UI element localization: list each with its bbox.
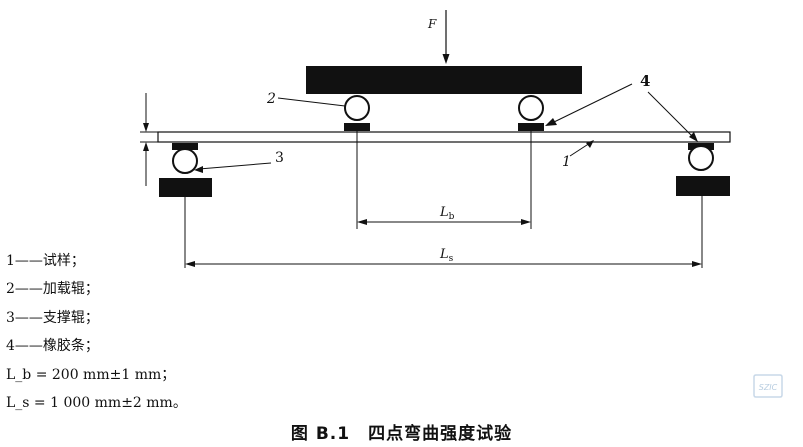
callout-4-arrow-right: [689, 132, 698, 142]
callout-4-label: 4: [640, 72, 650, 90]
support-block-right: [676, 176, 730, 196]
callout-2-label: 2: [266, 91, 276, 107]
callout-4-arrow-left: [545, 118, 557, 126]
ls-arrow-left: [185, 261, 195, 267]
force-label: F: [427, 17, 437, 31]
callout-4-leader-right: [647, 91, 694, 138]
ls-label: Ls: [439, 247, 454, 264]
callout-3-leader: [198, 162, 272, 170]
lb-arrow-right: [521, 219, 531, 225]
rubber-strip-top-right: [518, 123, 544, 131]
legend-item-ls: L_s = 1 000 mm±2 mm。: [6, 395, 187, 412]
support-roller-right: [688, 145, 714, 171]
legend-item-rubber-strip: 4——橡胶条；: [6, 338, 99, 355]
callout-4-leader-left: [551, 83, 633, 124]
callout-1-arrow: [586, 140, 594, 148]
watermark-logo: SZIC: [753, 374, 783, 398]
loading-beam: [306, 66, 582, 94]
legend-item-specimen: 1——试样；: [6, 253, 85, 269]
callout-3-label: 3: [275, 150, 284, 166]
rubber-strip-bottom-left: [172, 143, 198, 150]
legend: 1——试样； 2——加载辊； 3——支撑辊； 4——橡胶条； L_b = 200…: [6, 247, 187, 417]
figure-caption: 图 B.1 四点弯曲强度试验: [0, 419, 803, 444]
rubber-strip-top-left: [344, 123, 370, 131]
force-arrow-head: [442, 54, 450, 64]
callout-2-leader: [277, 97, 346, 107]
figure-title: 四点弯曲强度试验: [368, 424, 513, 444]
specimen-bar: [157, 131, 731, 143]
loading-roller-right: [518, 95, 544, 121]
svg-text:SZIC: SZIC: [759, 383, 778, 392]
thickness-dim-arrow-upper: [143, 123, 149, 132]
lb-arrow-left: [357, 219, 367, 225]
support-roller-left: [172, 148, 198, 174]
lb-label: Lb: [439, 205, 455, 222]
callout-1-leader: [569, 142, 591, 157]
loading-roller-left: [344, 95, 370, 121]
ls-arrow-right: [692, 261, 702, 267]
support-block-left: [159, 178, 212, 197]
callout-3-arrow: [194, 166, 203, 173]
legend-item-support-roller: 3——支撑辊；: [6, 309, 99, 326]
callout-1-label: 1: [562, 154, 571, 170]
figure-number: 图 B.1: [290, 424, 351, 444]
legend-item-lb: L_b = 200 mm±1 mm；: [6, 366, 176, 383]
thickness-dim-arrow-lower: [143, 142, 149, 151]
legend-item-loading-roller: 2——加载辊；: [6, 281, 99, 298]
